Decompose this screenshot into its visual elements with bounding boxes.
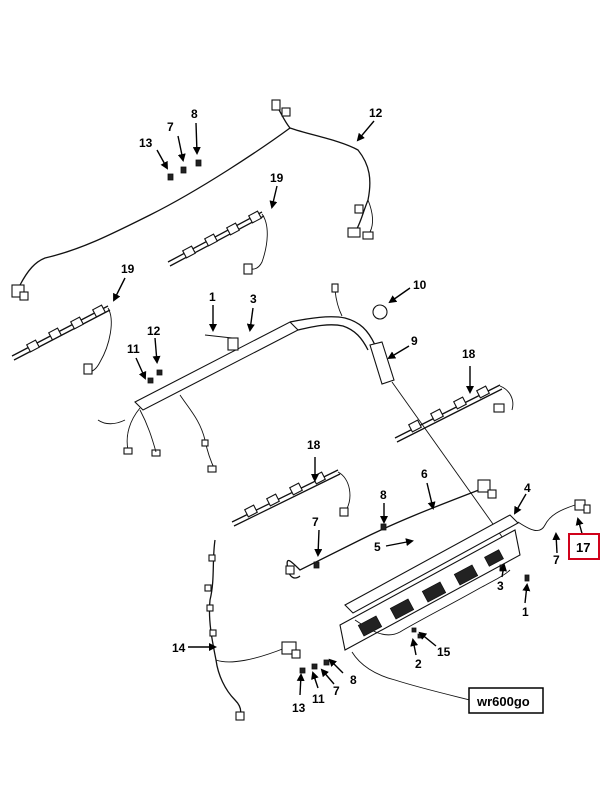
upper-harness-12 [11, 99, 374, 301]
reference-code-label: wr600go [476, 694, 530, 709]
callout-19-upper: 19 [270, 171, 284, 185]
callout-7-middle: 7 [312, 515, 319, 529]
harness-6 [285, 479, 497, 579]
injector-harness-19-left [11, 304, 112, 375]
callout-3-middle: 3 [250, 292, 257, 306]
callout-8-upper: 8 [191, 107, 198, 121]
leader-arrows [113, 120, 584, 696]
callout-13-upper: 13 [139, 136, 153, 150]
callout-11-lower: 11 [312, 692, 325, 706]
callout-19-left: 19 [121, 262, 135, 276]
callout-7-lower: 7 [333, 684, 340, 698]
callout-10: 10 [413, 278, 427, 292]
callout-17-label: 17 [576, 540, 590, 555]
callout-13-lower: 13 [292, 701, 306, 715]
callout-14: 14 [172, 641, 186, 655]
lower-fuel-rail-engine [339, 499, 591, 701]
fuel-rail-middle [97, 283, 395, 473]
injector-harness-19-upper [167, 210, 268, 275]
callout-2: 2 [415, 657, 422, 671]
callout-7-upper: 7 [167, 120, 174, 134]
callout-12-upper: 12 [369, 106, 383, 120]
callout-6: 6 [421, 467, 428, 481]
callout-8-middle: 8 [380, 488, 387, 502]
callout-5: 5 [374, 540, 381, 554]
highlighted-callout-17[interactable]: 17 [568, 533, 600, 560]
callout-1-lower: 1 [522, 605, 529, 619]
callout-15: 15 [437, 645, 451, 659]
callout-1-middle: 1 [209, 290, 216, 304]
injector-harness-18-right [394, 384, 514, 443]
callout-11-middle: 11 [127, 342, 140, 356]
callout-7-right: 7 [553, 553, 560, 567]
callout-3-lower: 3 [497, 579, 504, 593]
harness-14 [204, 539, 330, 721]
callout-18-right: 18 [462, 347, 476, 361]
callout-18-middle: 18 [307, 438, 321, 452]
callout-4: 4 [524, 481, 531, 495]
callout-12-middle: 12 [147, 324, 161, 338]
callout-8-lower: 8 [350, 673, 357, 687]
upper-small-connectors [167, 159, 202, 181]
callout-9: 9 [411, 334, 418, 348]
injector-harness-18-middle [231, 469, 351, 527]
connecting-line [391, 381, 511, 549]
callout-labels: 12 13 7 8 19 19 1 3 10 12 11 9 18 18 6 4… [121, 106, 560, 715]
reference-code-box: wr600go [468, 687, 544, 714]
